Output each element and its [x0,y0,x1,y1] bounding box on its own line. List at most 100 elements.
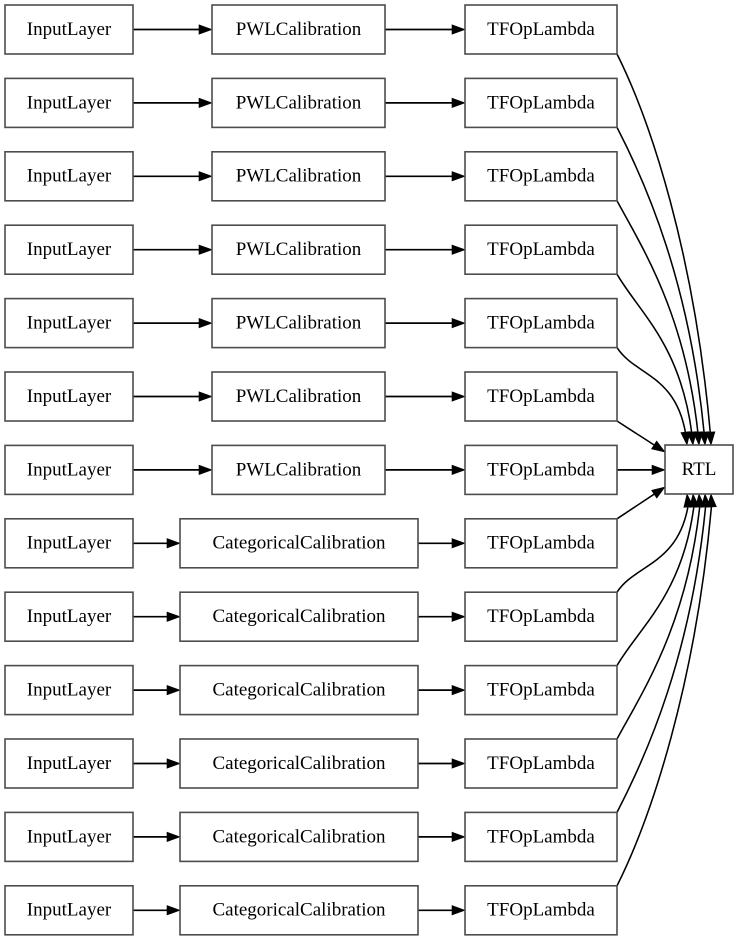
edge-calibration-to-tfoplambda-0 [385,24,466,35]
node-tfoplambda-7[interactable]: TFOpLambda [464,517,618,569]
edge-input-to-calibration-4 [133,317,213,329]
edge-calibration-to-tfoplambda-6-arrowhead [451,464,466,476]
node-input-layer-4[interactable]: InputLayer [4,297,134,349]
node-input-layer-0[interactable]: InputLayer [4,4,134,55]
node-input-layer-11-label: InputLayer [27,826,112,847]
edge-calibration-to-tfoplambda-10-arrowhead [451,758,466,769]
edge-calibration-to-tfoplambda-5-arrowhead [451,391,466,402]
node-calibration-12-box [179,884,419,936]
node-rtl[interactable]: RTL [664,444,734,495]
node-input-layer-9[interactable]: InputLayer [4,664,134,716]
node-tfoplambda-4[interactable]: TFOpLambda [464,297,618,349]
node-calibration-0-box [211,4,386,55]
node-input-layer-3-label: InputLayer [27,239,112,260]
edge-calibration-to-tfoplambda-7-arrowhead [451,538,466,549]
edge-tfoplambda-to-rtl-5 [616,420,666,453]
node-calibration-8[interactable]: CategoricalCalibration [179,591,419,643]
node-input-layer-7[interactable]: InputLayer [4,517,134,569]
edge-tfoplambda-to-rtl-1-curve [616,127,706,435]
node-tfoplambda-12[interactable]: TFOpLambda [464,884,618,936]
node-calibration-11[interactable]: CategoricalCalibration [179,811,419,863]
node-input-layer-9-label: InputLayer [27,679,112,700]
edge-calibration-to-tfoplambda-12-arrowhead [451,905,466,916]
node-tfoplambda-8-box [464,591,618,643]
node-input-layer-10-label: InputLayer [27,753,112,774]
node-tfoplambda-8-label: TFOpLambda [487,606,595,627]
node-tfoplambda-12-label: TFOpLambda [487,900,595,921]
node-tfoplambda-11-label: TFOpLambda [487,826,595,847]
edges-layer [133,24,717,916]
node-tfoplambda-10[interactable]: TFOpLambda [464,738,618,789]
node-input-layer-6[interactable]: InputLayer [4,444,134,496]
node-input-layer-6-box [4,444,134,496]
edge-input-to-calibration-4-arrowhead [198,317,213,329]
edge-input-to-calibration-7 [133,538,181,549]
node-calibration-10[interactable]: CategoricalCalibration [179,738,419,789]
node-input-layer-1[interactable]: InputLayer [4,77,134,129]
edge-tfoplambda-to-rtl-0 [616,53,716,446]
node-calibration-2-box [211,151,386,202]
edge-tfoplambda-to-rtl-6-arrowhead [651,464,666,476]
node-input-layer-11[interactable]: InputLayer [4,811,134,863]
edge-tfoplambda-to-rtl-12 [616,493,717,887]
edge-calibration-to-tfoplambda-12 [418,905,466,916]
node-calibration-2[interactable]: PWLCalibration [211,151,386,202]
edge-tfoplambda-to-rtl-4-curve [616,347,687,435]
node-calibration-12[interactable]: CategoricalCalibration [179,884,419,936]
node-tfoplambda-2[interactable]: TFOpLambda [464,151,618,202]
node-calibration-5[interactable]: PWLCalibration [211,371,386,422]
edge-tfoplambda-to-rtl-5-line [616,420,657,447]
node-input-layer-0-box [4,4,134,55]
node-calibration-10-label: CategoricalCalibration [212,753,386,774]
node-calibration-9[interactable]: CategoricalCalibration [179,664,419,716]
edge-tfoplambda-to-rtl-10 [616,493,706,740]
node-tfoplambda-5[interactable]: TFOpLambda [464,371,618,422]
node-calibration-1[interactable]: PWLCalibration [211,77,386,129]
node-calibration-12-label: CategoricalCalibration [212,900,386,921]
edge-input-to-calibration-3-arrowhead [198,244,213,255]
node-tfoplambda-12-box [464,884,618,936]
node-tfoplambda-11[interactable]: TFOpLambda [464,811,618,863]
node-calibration-7[interactable]: CategoricalCalibration [179,517,419,569]
node-calibration-4-label: PWLCalibration [236,312,362,333]
node-calibration-3[interactable]: PWLCalibration [211,224,386,275]
node-tfoplambda-1[interactable]: TFOpLambda [464,77,618,129]
edge-tfoplambda-to-rtl-2 [616,200,703,446]
node-input-layer-12-label: InputLayer [27,900,112,921]
edge-input-to-calibration-9 [133,684,181,696]
node-calibration-0[interactable]: PWLCalibration [211,4,386,55]
edge-input-to-calibration-5-arrowhead [198,391,213,402]
edge-calibration-to-tfoplambda-3 [385,244,466,255]
edge-tfoplambda-to-rtl-8 [616,493,694,593]
node-tfoplambda-3[interactable]: TFOpLambda [464,224,618,275]
node-calibration-11-box [179,811,419,863]
node-tfoplambda-8[interactable]: TFOpLambda [464,591,618,643]
node-input-layer-2[interactable]: InputLayer [4,151,134,202]
node-tfoplambda-10-box [464,738,618,789]
edge-input-to-calibration-11-arrowhead [166,831,181,843]
node-tfoplambda-6[interactable]: TFOpLambda [464,444,618,496]
edge-input-to-calibration-11 [133,831,181,843]
node-tfoplambda-9-box [464,664,618,716]
node-calibration-10-box [179,738,419,789]
node-tfoplambda-9[interactable]: TFOpLambda [464,664,618,716]
node-input-layer-12[interactable]: InputLayer [4,884,134,936]
node-input-layer-0-label: InputLayer [27,19,112,40]
node-tfoplambda-11-box [464,811,618,863]
node-input-layer-3-box [4,224,134,275]
node-input-layer-10[interactable]: InputLayer [4,738,134,789]
node-input-layer-5[interactable]: InputLayer [4,371,134,422]
node-input-layer-5-label: InputLayer [27,386,112,407]
edge-calibration-to-tfoplambda-9 [418,684,466,696]
node-input-layer-3[interactable]: InputLayer [4,224,134,275]
node-tfoplambda-5-label: TFOpLambda [487,386,595,407]
node-calibration-4[interactable]: PWLCalibration [211,297,386,349]
node-tfoplambda-6-box [464,444,618,496]
node-calibration-7-label: CategoricalCalibration [212,533,386,554]
node-input-layer-11-box [4,811,134,863]
node-calibration-6[interactable]: PWLCalibration [211,444,386,496]
node-calibration-9-box [179,664,419,716]
node-input-layer-8[interactable]: InputLayer [4,591,134,643]
node-calibration-11-label: CategoricalCalibration [212,826,386,847]
node-tfoplambda-0[interactable]: TFOpLambda [464,4,618,55]
